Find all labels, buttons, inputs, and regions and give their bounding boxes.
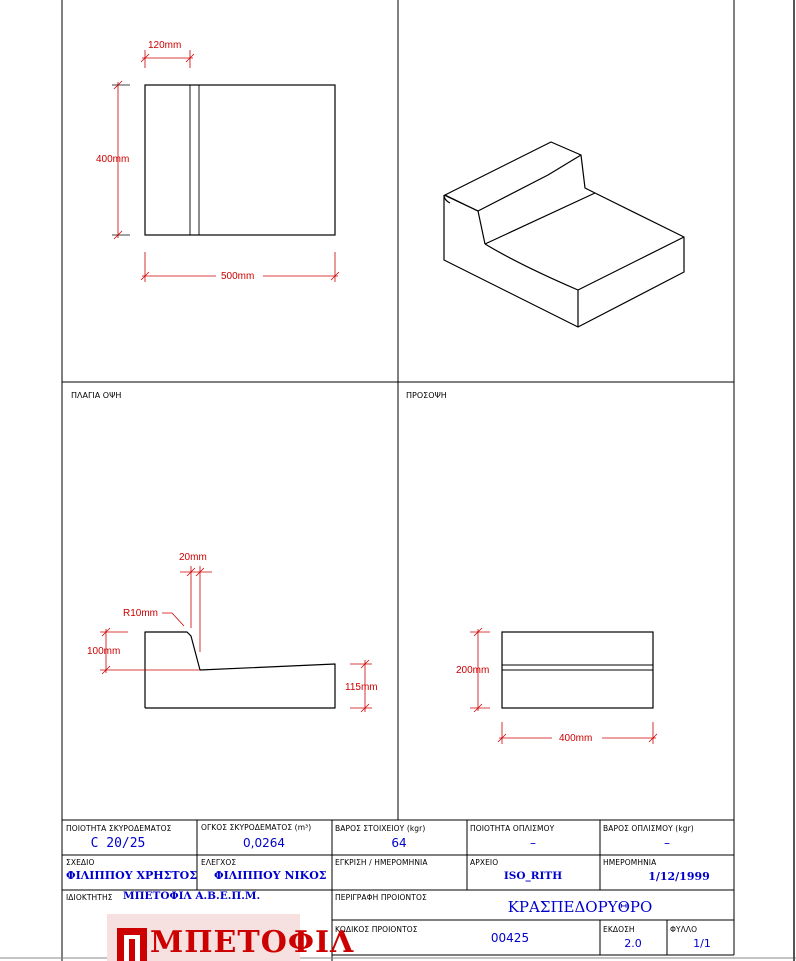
front-view-dimensions xyxy=(470,627,658,744)
description-label: ΠΕΡΙΓΡΑΦΗ ΠΡΟΙΟΝΤΟΣ xyxy=(335,893,427,902)
product-code-label: ΚΩΔΙΚΟΣ ΠΡΟΙΟΝΤΟΣ xyxy=(335,925,418,934)
product-code-value: 00425 xyxy=(490,931,530,945)
approval-label: ΕΓΚΡΙΣΗ / ΗΜΕΡΟΜΗΝΙΑ xyxy=(335,858,428,867)
element-weight-label: ΒΑΡΟΣ ΣΤΟΙΧΕΙΟΥ (kgr) xyxy=(335,824,426,833)
side-view xyxy=(144,631,336,709)
front-view xyxy=(501,631,654,709)
owner-value: ΜΠΕΤΟΦΙΛ Α.Β.Ε.Π.Μ. xyxy=(123,890,261,902)
reinforcement-quality-value: – xyxy=(530,836,536,850)
top-view xyxy=(144,84,336,236)
reinforcement-weight-value: – xyxy=(664,836,670,850)
side-view-title: ΠΛΑΓΙΑ ΟΨΗ xyxy=(71,391,122,400)
dim-side-radius: R10mm xyxy=(123,608,159,619)
file-label: ΑΡΧΕΙΟ xyxy=(470,858,499,867)
dim-top-length: 500mm xyxy=(221,271,255,282)
dim-top-width: 120mm xyxy=(148,40,182,51)
dim-front-height: 200mm xyxy=(456,665,490,676)
check-value: ΦΙΛΙΠΠΟΥ ΝΙΚΟΣ xyxy=(214,869,327,882)
concrete-volume-value: 0,0264 xyxy=(243,836,285,850)
dim-front-width: 400mm xyxy=(559,733,593,744)
concrete-volume-label: ΟΓΚΟΣ ΣΚΥΡΟΔΕΜΑΤΟΣ (m³) xyxy=(201,823,312,832)
sheet-frame xyxy=(61,0,735,961)
file-value: ISO_RITH xyxy=(503,870,563,882)
dim-side-right-height: 115mm xyxy=(345,682,378,693)
check-label: ΕΛΕΓΧΟΣ xyxy=(201,858,237,867)
drawing-value: ΦΙΛΙΠΠΟΥ ΧΡΗΣΤΟΣ xyxy=(66,869,197,882)
reinforcement-quality-label: ΠΟΙΟΤΗΤΑ ΟΠΛΙΣΜΟΥ xyxy=(470,824,555,833)
dim-top-height: 400mm xyxy=(96,154,130,165)
date-label: ΗΜΕΡΟΜΗΝΙΑ xyxy=(603,858,657,867)
isometric-view xyxy=(443,141,685,328)
company-logo-text: ΜΠΕΤΟΦΙΛ xyxy=(150,925,355,960)
dim-side-left-height: 100mm xyxy=(87,646,121,657)
top-view-dimensions xyxy=(112,50,340,282)
concrete-quality-value: C 20/25 xyxy=(90,836,146,851)
concrete-quality-label: ΠΟΙΟΤΗΤΑ ΣΚΥΡΟΔΕΜΑΤΟΣ xyxy=(66,824,172,833)
product-description: ΚΡΑΣΠΕΔΟΡΥΘΡΟ xyxy=(507,898,653,916)
side-view-dimensions xyxy=(100,566,372,713)
edition-label: ΕΚΔΟΣΗ xyxy=(603,925,635,934)
sheet-label: ΦΥΛΛΟ xyxy=(670,925,698,934)
sheet-value: 1/1 xyxy=(693,937,711,950)
drawing-label: ΣΧΕΔΙΟ xyxy=(66,858,95,867)
dim-side-step: 20mm xyxy=(179,552,207,563)
date-value: 1/12/1999 xyxy=(648,870,710,883)
reinforcement-weight-label: ΒΑΡΟΣ ΟΠΛΙΣΜΟΥ (kgr) xyxy=(603,824,694,833)
front-view-title: ΠΡΟΣΟΨΗ xyxy=(406,391,447,400)
element-weight-value: 64 xyxy=(391,836,407,850)
edition-value: 2.0 xyxy=(624,937,642,950)
owner-label: ΙΔΙΟΚΤΗΤΗΣ xyxy=(66,893,113,902)
logo-graphic xyxy=(107,914,300,961)
